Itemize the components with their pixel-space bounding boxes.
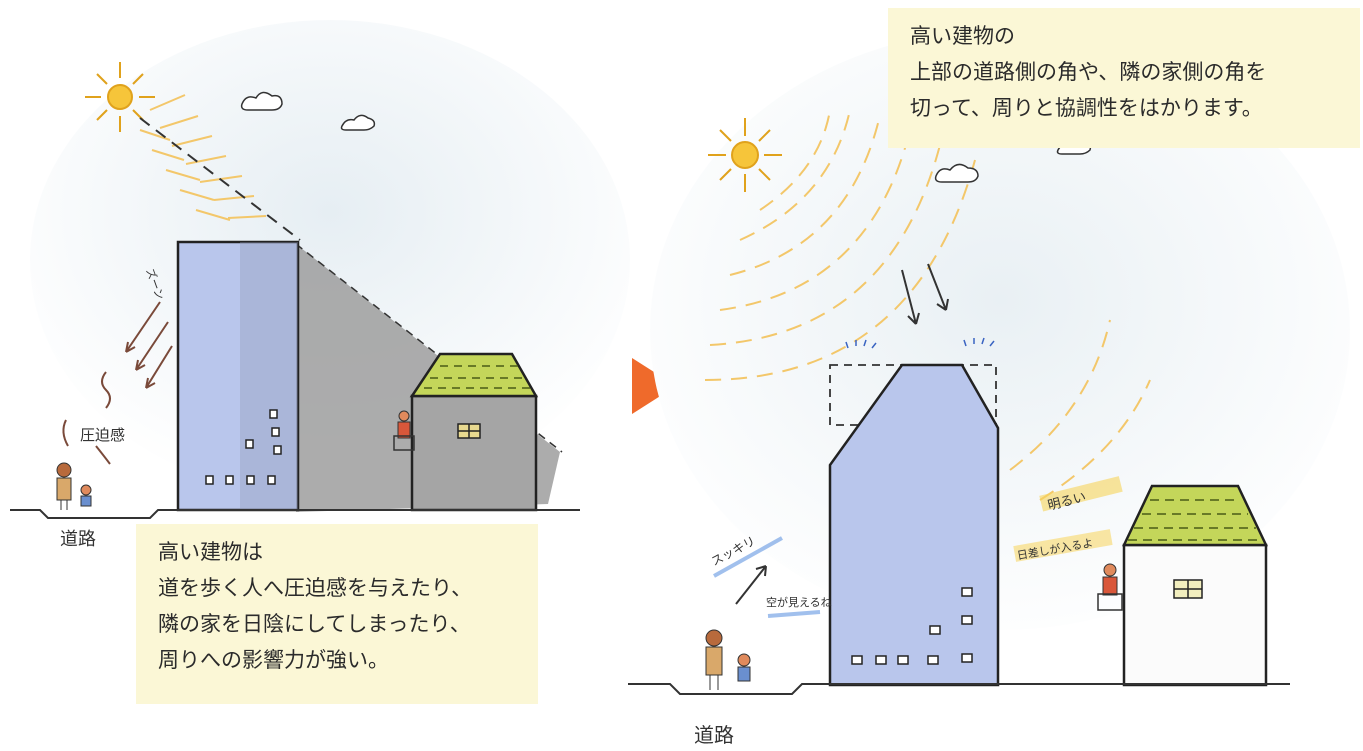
ground-line <box>628 683 1290 695</box>
person-on-balcony <box>1097 563 1123 611</box>
left-caption-line-4: 周りへの影響力が強い。 <box>158 648 389 672</box>
right-panel: 明るい 日差しが入るよ スッキリ 空が見えるね 道路 <box>628 30 1350 747</box>
sky-visible-label: 空が見えるね <box>766 595 832 609</box>
right-caption-line-1: 高い建物の <box>910 24 1015 48</box>
right-caption-line-3: 切って、周りと協調性をはかります。 <box>910 96 1263 120</box>
neighbor-house <box>1122 543 1268 687</box>
building-windows <box>205 409 282 485</box>
roof-tiles <box>424 365 532 389</box>
sunlight-arrows <box>901 263 949 325</box>
cut-marks <box>845 337 995 349</box>
right-caption-line-2: 上部の道路側の角や、隣の家側の角を <box>910 60 1267 84</box>
neighbor-house <box>410 394 538 512</box>
left-caption-line-2: 道を歩く人へ圧迫感を与えたり、 <box>158 576 473 600</box>
left-caption-line-1: 高い建物は <box>158 540 263 564</box>
pressure-arrows <box>62 301 173 465</box>
sky-visible-note: 空が見えるね <box>766 595 832 618</box>
cloud-icon <box>240 91 283 111</box>
building-windows <box>851 587 973 665</box>
right-caption-box: 高い建物の 上部の道路側の角や、隣の家側の角を 切って、周りと協調性をはかります… <box>888 8 1360 148</box>
building-shade <box>240 242 298 510</box>
roof-tiles <box>1128 499 1262 541</box>
pedestrian-child <box>737 653 751 682</box>
left-caption-box: 高い建物は 道を歩く人へ圧迫感を与えたり、 隣の家を日陰にしてしまったり、 周り… <box>136 524 538 704</box>
road-label: 道路 <box>694 723 734 747</box>
pedestrian-child <box>80 484 92 507</box>
left-caption-line-3: 隣の家を日陰にしてしまったり、 <box>158 612 471 636</box>
person-on-balcony <box>393 410 415 451</box>
tall-building <box>176 240 300 512</box>
ground-line <box>10 509 580 519</box>
sky-wash-right <box>650 30 1350 630</box>
sun-icon <box>708 118 782 192</box>
sunlight-line <box>139 117 301 241</box>
pedestrian-adult <box>705 629 723 690</box>
pressure-label: 圧迫感 <box>80 426 125 444</box>
pedestrian-adult <box>56 462 72 510</box>
cloud-icon <box>934 163 979 183</box>
road-label: 道路 <box>60 529 96 550</box>
cloud-icon <box>340 114 376 131</box>
sun-icon <box>85 62 155 132</box>
upward-arrow <box>735 565 767 605</box>
sun-rays <box>704 109 1151 501</box>
next-arrow-icon <box>632 358 676 414</box>
house-roof <box>409 352 539 398</box>
left-panel: ズーン 圧迫感 道路 <box>10 20 630 550</box>
